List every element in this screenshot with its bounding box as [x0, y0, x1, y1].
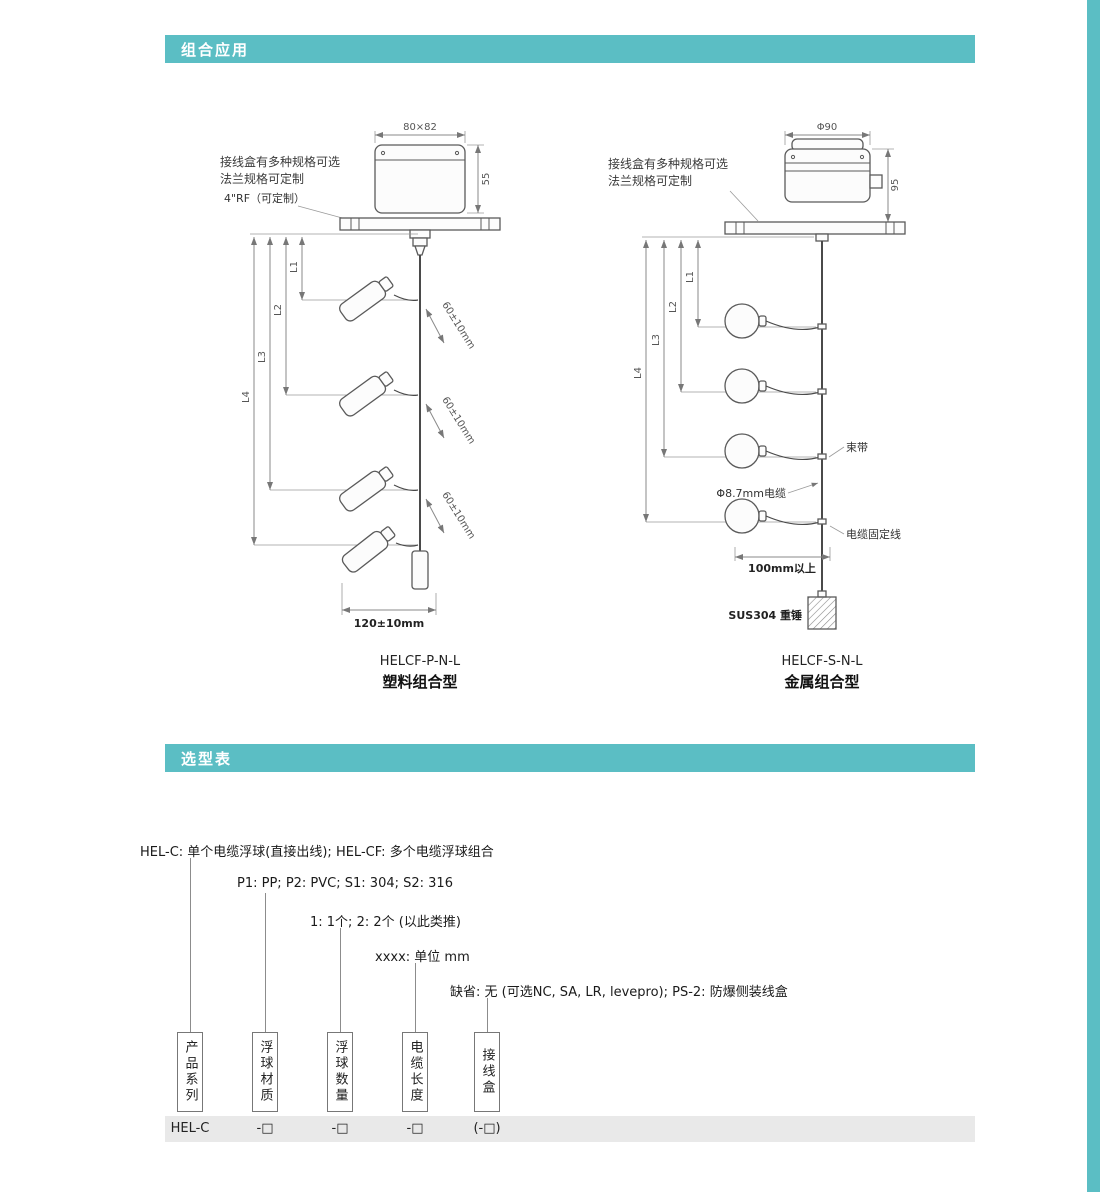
connector-line-product-series [190, 858, 191, 1032]
connector-line-float-material [265, 893, 266, 1032]
spec-box-cable-length: 电缆长度 [402, 1032, 428, 1112]
section-title: 选型表 [181, 749, 233, 768]
spec-box-label: 浮球材质 [257, 1040, 273, 1104]
bottom-dimension: 120±10mm [341, 583, 437, 630]
dim-l1-label: L1 [685, 271, 696, 283]
dim-box-height-label: 95 [890, 179, 901, 192]
junction-box [374, 144, 466, 214]
float-spacing-dimensions: 60±10mm 60±10mm 60±10mm [425, 300, 477, 541]
flange-plate [724, 221, 906, 242]
model-caption: 金属组合型 [783, 673, 859, 691]
diagram-plastic-combination: 接线盒有多种规格可选 法兰规格可定制 4"RF（可定制） 80×82 55 [220, 122, 501, 691]
dimension-box-top: Φ90 [784, 122, 871, 145]
note-junction-box-options: 接线盒有多种规格可选 [220, 154, 340, 169]
counterweight-label: SUS304 重锤 [728, 608, 802, 622]
cable-tie-label: 束带 [846, 441, 868, 454]
model-number: HELCF-S-N-L [781, 654, 863, 669]
dim-l2-label: L2 [273, 304, 284, 316]
dimension-box-side: 55 [467, 144, 492, 214]
ordering-code-band: HEL-C -□ -□ -□ (-□) [165, 1116, 975, 1142]
dim-spacing-2: 60±10mm [439, 395, 477, 446]
spec-box-label: 产品系列 [182, 1040, 198, 1104]
ball-float-4 [724, 498, 827, 534]
selection-rule-cable-length: xxxx: 单位 mm [375, 950, 470, 965]
spec-box-float-quantity: 浮球数量 [327, 1032, 353, 1112]
dim-l1-label: L1 [289, 261, 300, 273]
min-distance-label: 100mm以上 [748, 561, 816, 575]
ball-float-3 [724, 433, 827, 469]
diagram-metal-combination: 接线盒有多种规格可选 法兰规格可定制 Φ90 95 [608, 122, 906, 691]
length-dimensions: L1 L2 L3 L4 [633, 236, 816, 523]
dim-l3-label: L3 [651, 334, 662, 346]
page-edge-accent-strip [1087, 0, 1100, 1192]
connector-line-float-quantity [340, 928, 341, 1032]
float-2 [339, 371, 419, 417]
cable-fixing-label: 电缆固定线 [846, 527, 901, 541]
callout-cable-diameter: Φ8.7mm电缆 [716, 482, 819, 500]
spec-box-product-series: 产品系列 [177, 1032, 203, 1112]
note-flange-custom: 法兰规格可定制 [220, 171, 304, 186]
code-value-float-quantity: -□ [331, 1121, 349, 1136]
code-value-product-series: HEL-C [170, 1121, 210, 1136]
note-junction-box-options: 接线盒有多种规格可选 [608, 156, 728, 171]
float-1 [339, 276, 419, 322]
dim-spacing-1: 60±10mm [439, 300, 477, 351]
spec-box-label: 浮球数量 [332, 1040, 348, 1104]
dim-l3-label: L3 [257, 351, 268, 363]
model-caption: 塑料组合型 [382, 673, 457, 691]
selection-rule-float-material: P1: PP; P2: PVC; S1: 304; S2: 316 [237, 876, 453, 891]
section-header-selection-table: 选型表 [165, 744, 975, 772]
code-value-float-material: -□ [256, 1121, 274, 1136]
note-flange-custom: 法兰规格可定制 [608, 173, 692, 188]
metal-junction-box [784, 138, 883, 203]
diagram-notes: 接线盒有多种规格可选 法兰规格可定制 4"RF（可定制） [220, 154, 347, 220]
dim-box-diameter-label: Φ90 [817, 122, 838, 133]
connector-line-cable-length [415, 963, 416, 1032]
model-number: HELCF-P-N-L [380, 654, 461, 669]
diagram-caption: HELCF-P-N-L 塑料组合型 [380, 654, 461, 691]
end-float-weight [411, 550, 429, 590]
spec-box-junction-box: 接线盒 [474, 1032, 500, 1112]
dim-l4-label: L4 [633, 367, 644, 379]
spec-box-label: 接线盒 [479, 1048, 495, 1096]
counterweight: SUS304 重锤 [728, 590, 837, 630]
spec-box-float-material: 浮球材质 [252, 1032, 278, 1112]
spec-box-label: 电缆长度 [407, 1040, 423, 1104]
dim-bottom-label: 120±10mm [354, 617, 424, 630]
dim-l2-label: L2 [668, 301, 679, 313]
minimum-distance-dimension: 100mm以上 [734, 547, 831, 575]
diagram-caption: HELCF-S-N-L 金属组合型 [781, 654, 863, 691]
ball-float-1 [724, 303, 827, 339]
code-value-junction-box: (-□) [473, 1121, 501, 1136]
flange-plate [339, 217, 501, 231]
dim-box-width-label: 80×82 [403, 122, 437, 133]
callout-cable-fixing: 电缆固定线 [829, 525, 901, 541]
connector-line-junction-box [487, 998, 488, 1032]
ball-float-2 [724, 368, 827, 404]
dim-l4-label: L4 [241, 391, 252, 403]
callout-cable-tie: 束带 [828, 441, 868, 458]
selection-rule-product-series: HEL-C: 单个电缆浮球(直接出线); HEL-CF: 多个电缆浮球组合 [140, 845, 494, 860]
selection-rule-junction-box: 缺省: 无 (可选NC, SA, LR, levepro); PS-2: 防爆侧… [450, 985, 788, 1000]
dim-spacing-3: 60±10mm [439, 490, 477, 541]
diagram-notes: 接线盒有多种规格可选 法兰规格可定制 [608, 156, 759, 222]
dimension-box-top: 80×82 [374, 122, 466, 143]
section-header-combined-application: 组合应用 [165, 35, 975, 63]
selection-rule-float-quantity: 1: 1个; 2: 2个 (以此类推) [310, 915, 461, 930]
code-value-cable-length: -□ [406, 1121, 424, 1136]
cable-diameter-label: Φ8.7mm电缆 [716, 487, 786, 500]
float-4 [341, 526, 419, 573]
dim-box-height-label: 55 [481, 173, 492, 186]
flange-spec-label: 4"RF（可定制） [224, 191, 305, 205]
cable-gland [409, 229, 431, 256]
length-dimensions: L1 L2 L3 L4 [241, 233, 418, 546]
float-3 [339, 466, 419, 512]
section-title: 组合应用 [181, 40, 250, 59]
